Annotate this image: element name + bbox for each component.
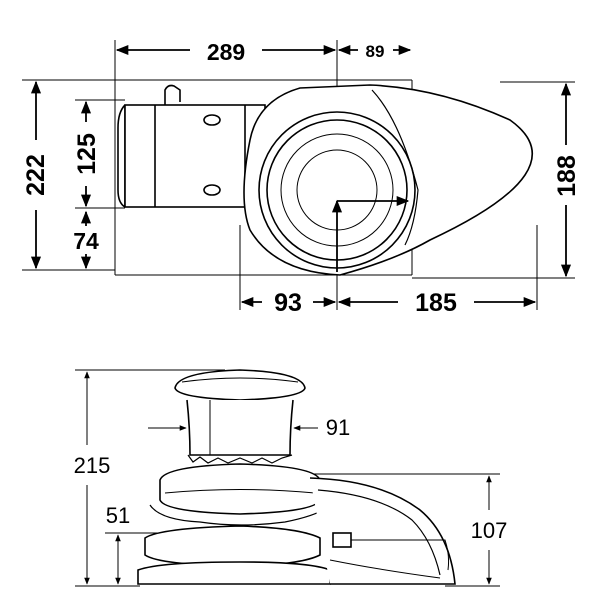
dim-total-height: 215: [74, 453, 111, 478]
dim-left-to-center: 93: [274, 289, 302, 317]
top-view: 289 89 222 125 74 188 93 185: [22, 39, 581, 317]
dim-motor-offset: 74: [73, 228, 99, 254]
dim-housing-depth: 188: [553, 155, 581, 197]
dim-overall-length: 289: [207, 39, 245, 65]
capstan-drum: [174, 369, 306, 464]
side-view-dimension-arrows: [84, 371, 492, 585]
top-view-dimension-arrows: [30, 44, 572, 308]
dim-offset-right: 89: [366, 42, 385, 61]
side-view-extension-lines: [75, 369, 500, 587]
dim-motor-height: 125: [73, 133, 101, 175]
dim-hawse-height: 107: [471, 518, 508, 543]
dim-overall-width: 222: [22, 154, 50, 196]
gypsy-base: [137, 463, 456, 585]
dim-base-height: 51: [106, 503, 130, 528]
motor-body: [117, 84, 266, 208]
dim-drum-diameter: 91: [326, 415, 350, 440]
side-view: 215 91 51 107: [74, 369, 508, 587]
gypsy-housing: [243, 84, 534, 276]
dim-center-to-right: 185: [415, 289, 457, 317]
top-view-inner-arrows: [331, 195, 410, 272]
